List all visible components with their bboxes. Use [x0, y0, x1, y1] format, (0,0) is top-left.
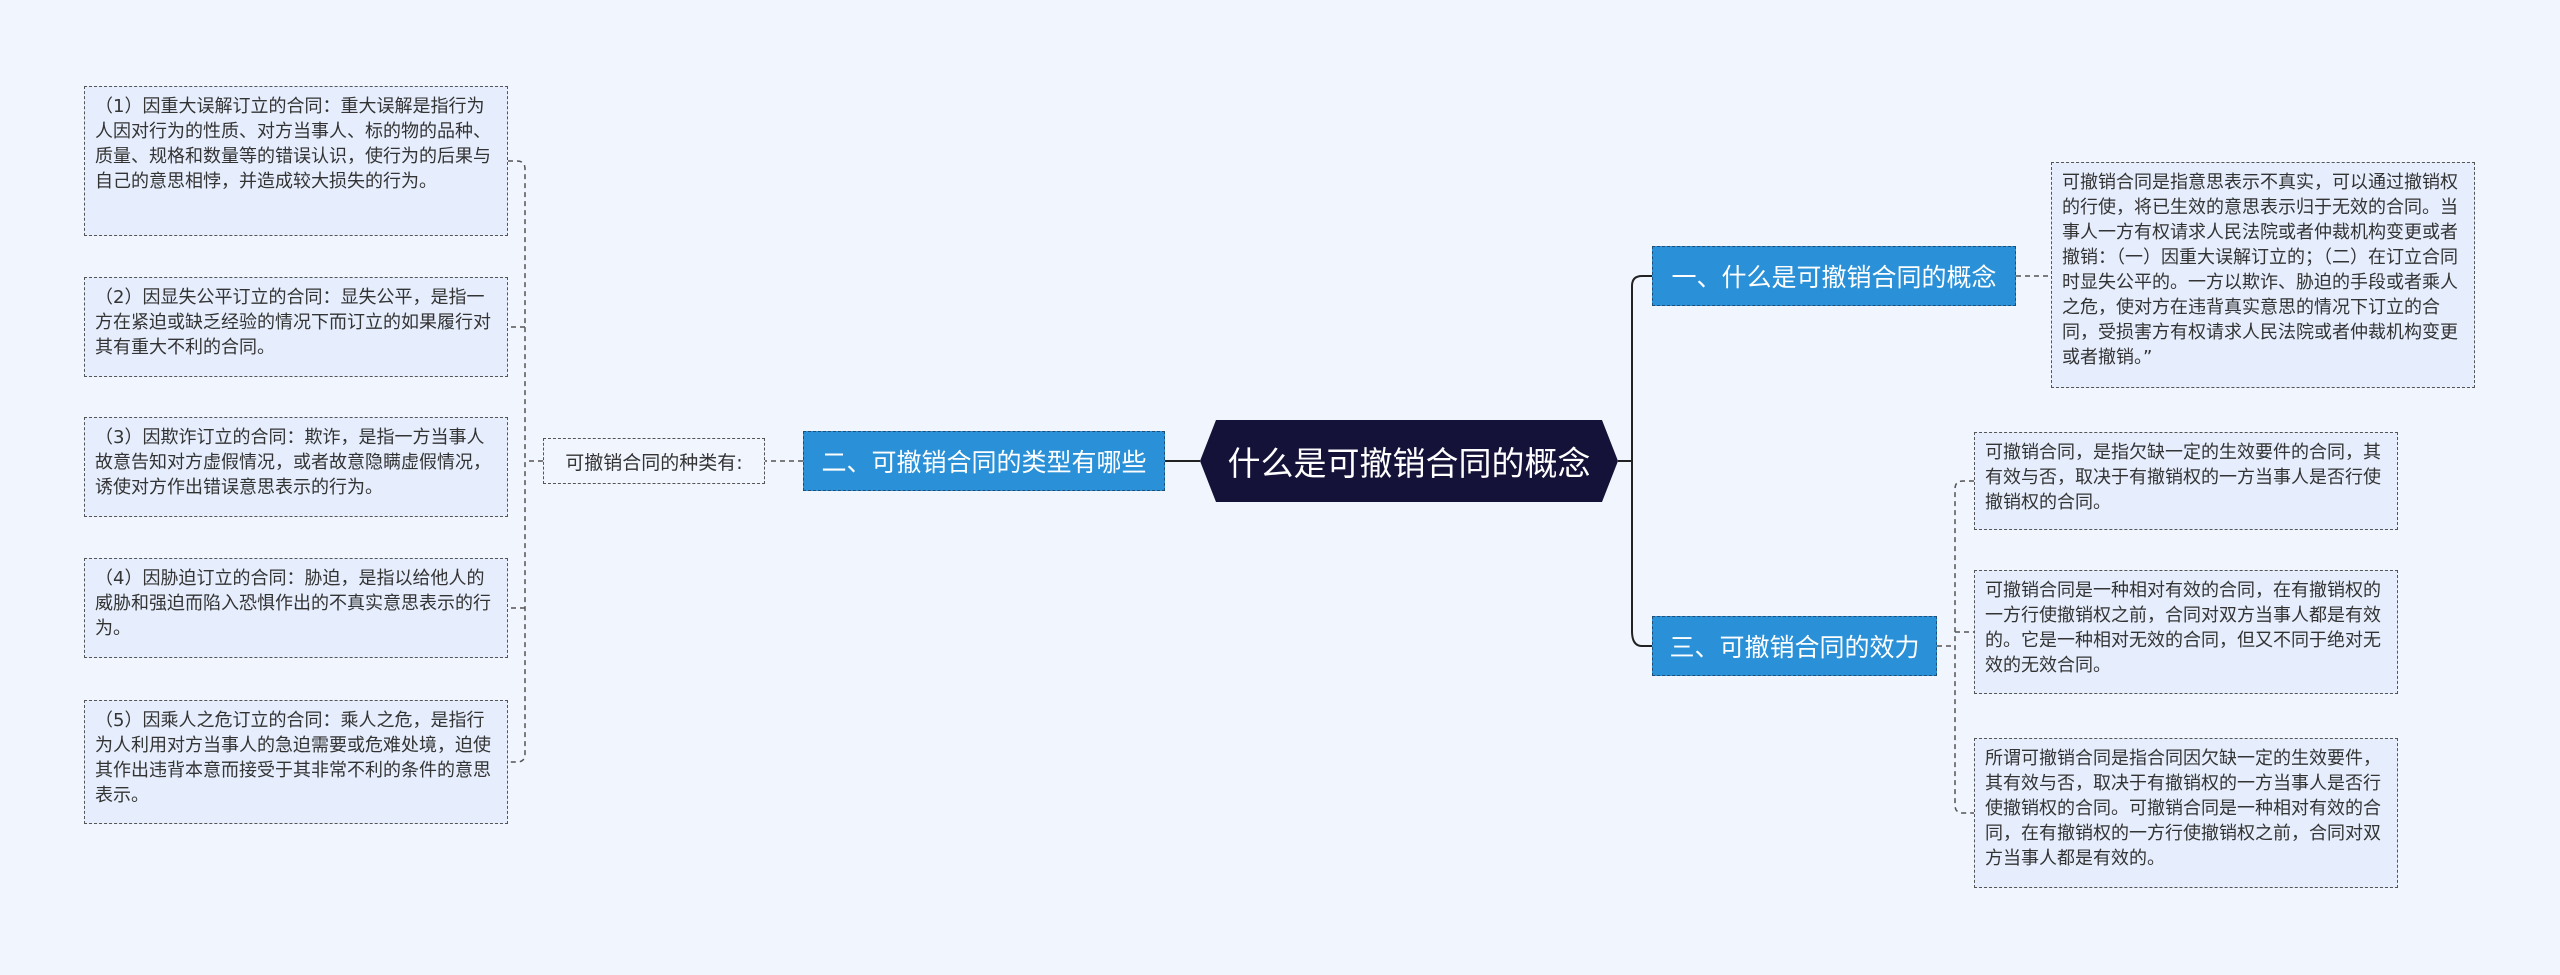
type-item-5[interactable]: （5）因乘人之危订立的合同：乘人之危，是指行为人利用对方当事人的急迫需要或危难处…: [84, 700, 508, 824]
concept-detail[interactable]: 可撤销合同是指意思表示不真实，可以通过撤销权的行使，将已生效的意思表示归于无效的…: [2051, 162, 2475, 388]
branch-effect[interactable]: 三、可撤销合同的效力: [1652, 616, 1937, 676]
effect-item-2[interactable]: 可撤销合同是一种相对有效的合同，在有撤销权的一方行使撤销权之前，合同对双方当事人…: [1974, 570, 2398, 694]
type-item-2[interactable]: （2）因显失公平订立的合同：显失公平，是指一方在紧迫或缺乏经验的情况下而订立的如…: [84, 277, 508, 377]
branch-concept[interactable]: 一、什么是可撤销合同的概念: [1652, 246, 2016, 306]
root-topic[interactable]: 什么是可撤销合同的概念: [1200, 420, 1618, 502]
type-item-3[interactable]: （3）因欺诈订立的合同：欺诈，是指一方当事人故意告知对方虚假情况，或者故意隐瞒虚…: [84, 417, 508, 517]
type-item-4[interactable]: （4）因胁迫订立的合同：胁迫，是指以给他人的威胁和强迫而陷入恐惧作出的不真实意思…: [84, 558, 508, 658]
type-item-1[interactable]: （1）因重大误解订立的合同：重大误解是指行为人因对行为的性质、对方当事人、标的物…: [84, 86, 508, 236]
effect-item-1[interactable]: 可撤销合同，是指欠缺一定的生效要件的合同，其有效与否，取决于有撤销权的一方当事人…: [1974, 432, 2398, 530]
effect-item-3[interactable]: 所谓可撤销合同是指合同因欠缺一定的生效要件，其有效与否，取决于有撤销权的一方当事…: [1974, 738, 2398, 888]
branch-types[interactable]: 二、可撤销合同的类型有哪些: [803, 431, 1165, 491]
types-label[interactable]: 可撤销合同的种类有:: [543, 438, 765, 484]
